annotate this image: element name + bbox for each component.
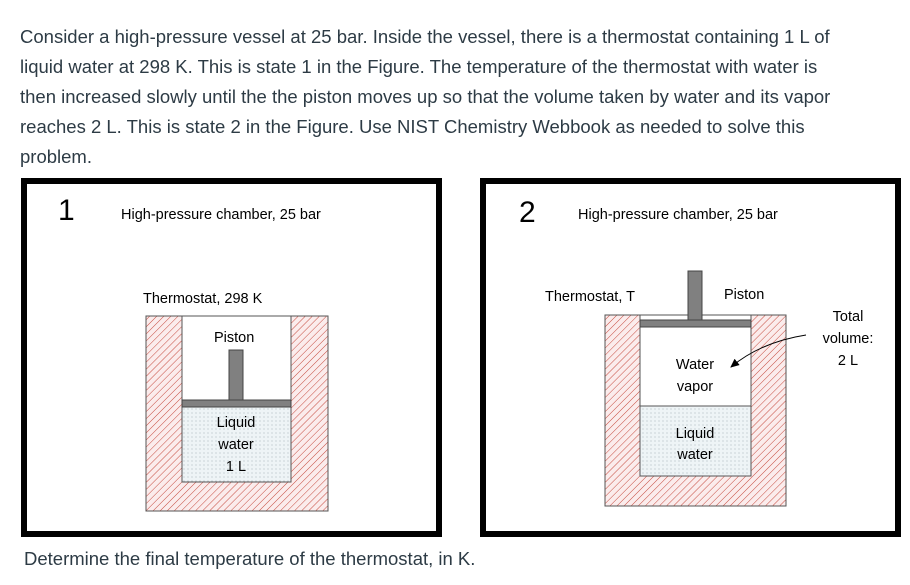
liquid-water-region [639,405,752,477]
total-label-line-1: Total [832,309,864,325]
state-2-figure: 2 High-pressure chamber, 25 bar Thermost… [480,178,901,537]
total-label-line-2: volume: [822,331,874,347]
problem-line-2: liquid water at 298 K. This is state 1 i… [20,56,818,77]
liquid-water-label: Liquid water 1 L [201,412,271,478]
vapor-label-line-2: vapor [676,379,714,395]
total-volume-arrow [730,334,807,368]
liquid-label-line-1: Liquid [216,415,256,431]
question-prompt: Determine the final temperature of the t… [24,548,476,569]
liquid-label-line-2: water [218,437,254,453]
state-1-figure: 1 High-pressure chamber, 25 bar Thermost… [21,178,442,537]
state-number: 1 [58,194,75,227]
piston-plate [181,399,292,408]
problem-line-4: reaches 2 L. This is state 2 in the Figu… [20,116,805,137]
problem-line-5: problem. [20,146,92,167]
chamber-label: High-pressure chamber, 25 bar [121,207,321,223]
piston-label: Piston [724,287,765,303]
liquid-water-region [181,405,292,483]
total-label-line-3: 2 L [837,353,859,369]
problem-line-3: then increased slowly until the the pist… [20,86,831,107]
liquid-label-line-2: water [677,447,713,463]
vapor-label-line-1: Water [675,357,715,373]
state-1-diagram [145,315,329,512]
state-2-diagram [604,270,807,507]
problem-line-1: Consider a high-pressure vessel at 25 ba… [20,26,830,47]
water-vapor-label: Water vapor [660,354,730,398]
piston-label: Piston [214,330,255,346]
piston-rod [228,349,244,401]
piston-plate [639,319,752,328]
liquid-water-label: Liquid water [660,424,730,466]
chamber-label: High-pressure chamber, 25 bar [578,207,778,223]
total-volume-label: Total volume: 2 L [809,306,887,372]
state-number: 2 [519,196,536,229]
liquid-label-line-1: Liquid [675,426,715,442]
thermostat-label: Thermostat, T [545,289,635,305]
liquid-volume-label: 1 L [225,459,247,475]
problem-statement: Consider a high-pressure vessel at 25 ba… [20,22,900,172]
piston-rod [687,270,703,322]
thermostat-label: Thermostat, 298 K [143,291,263,307]
